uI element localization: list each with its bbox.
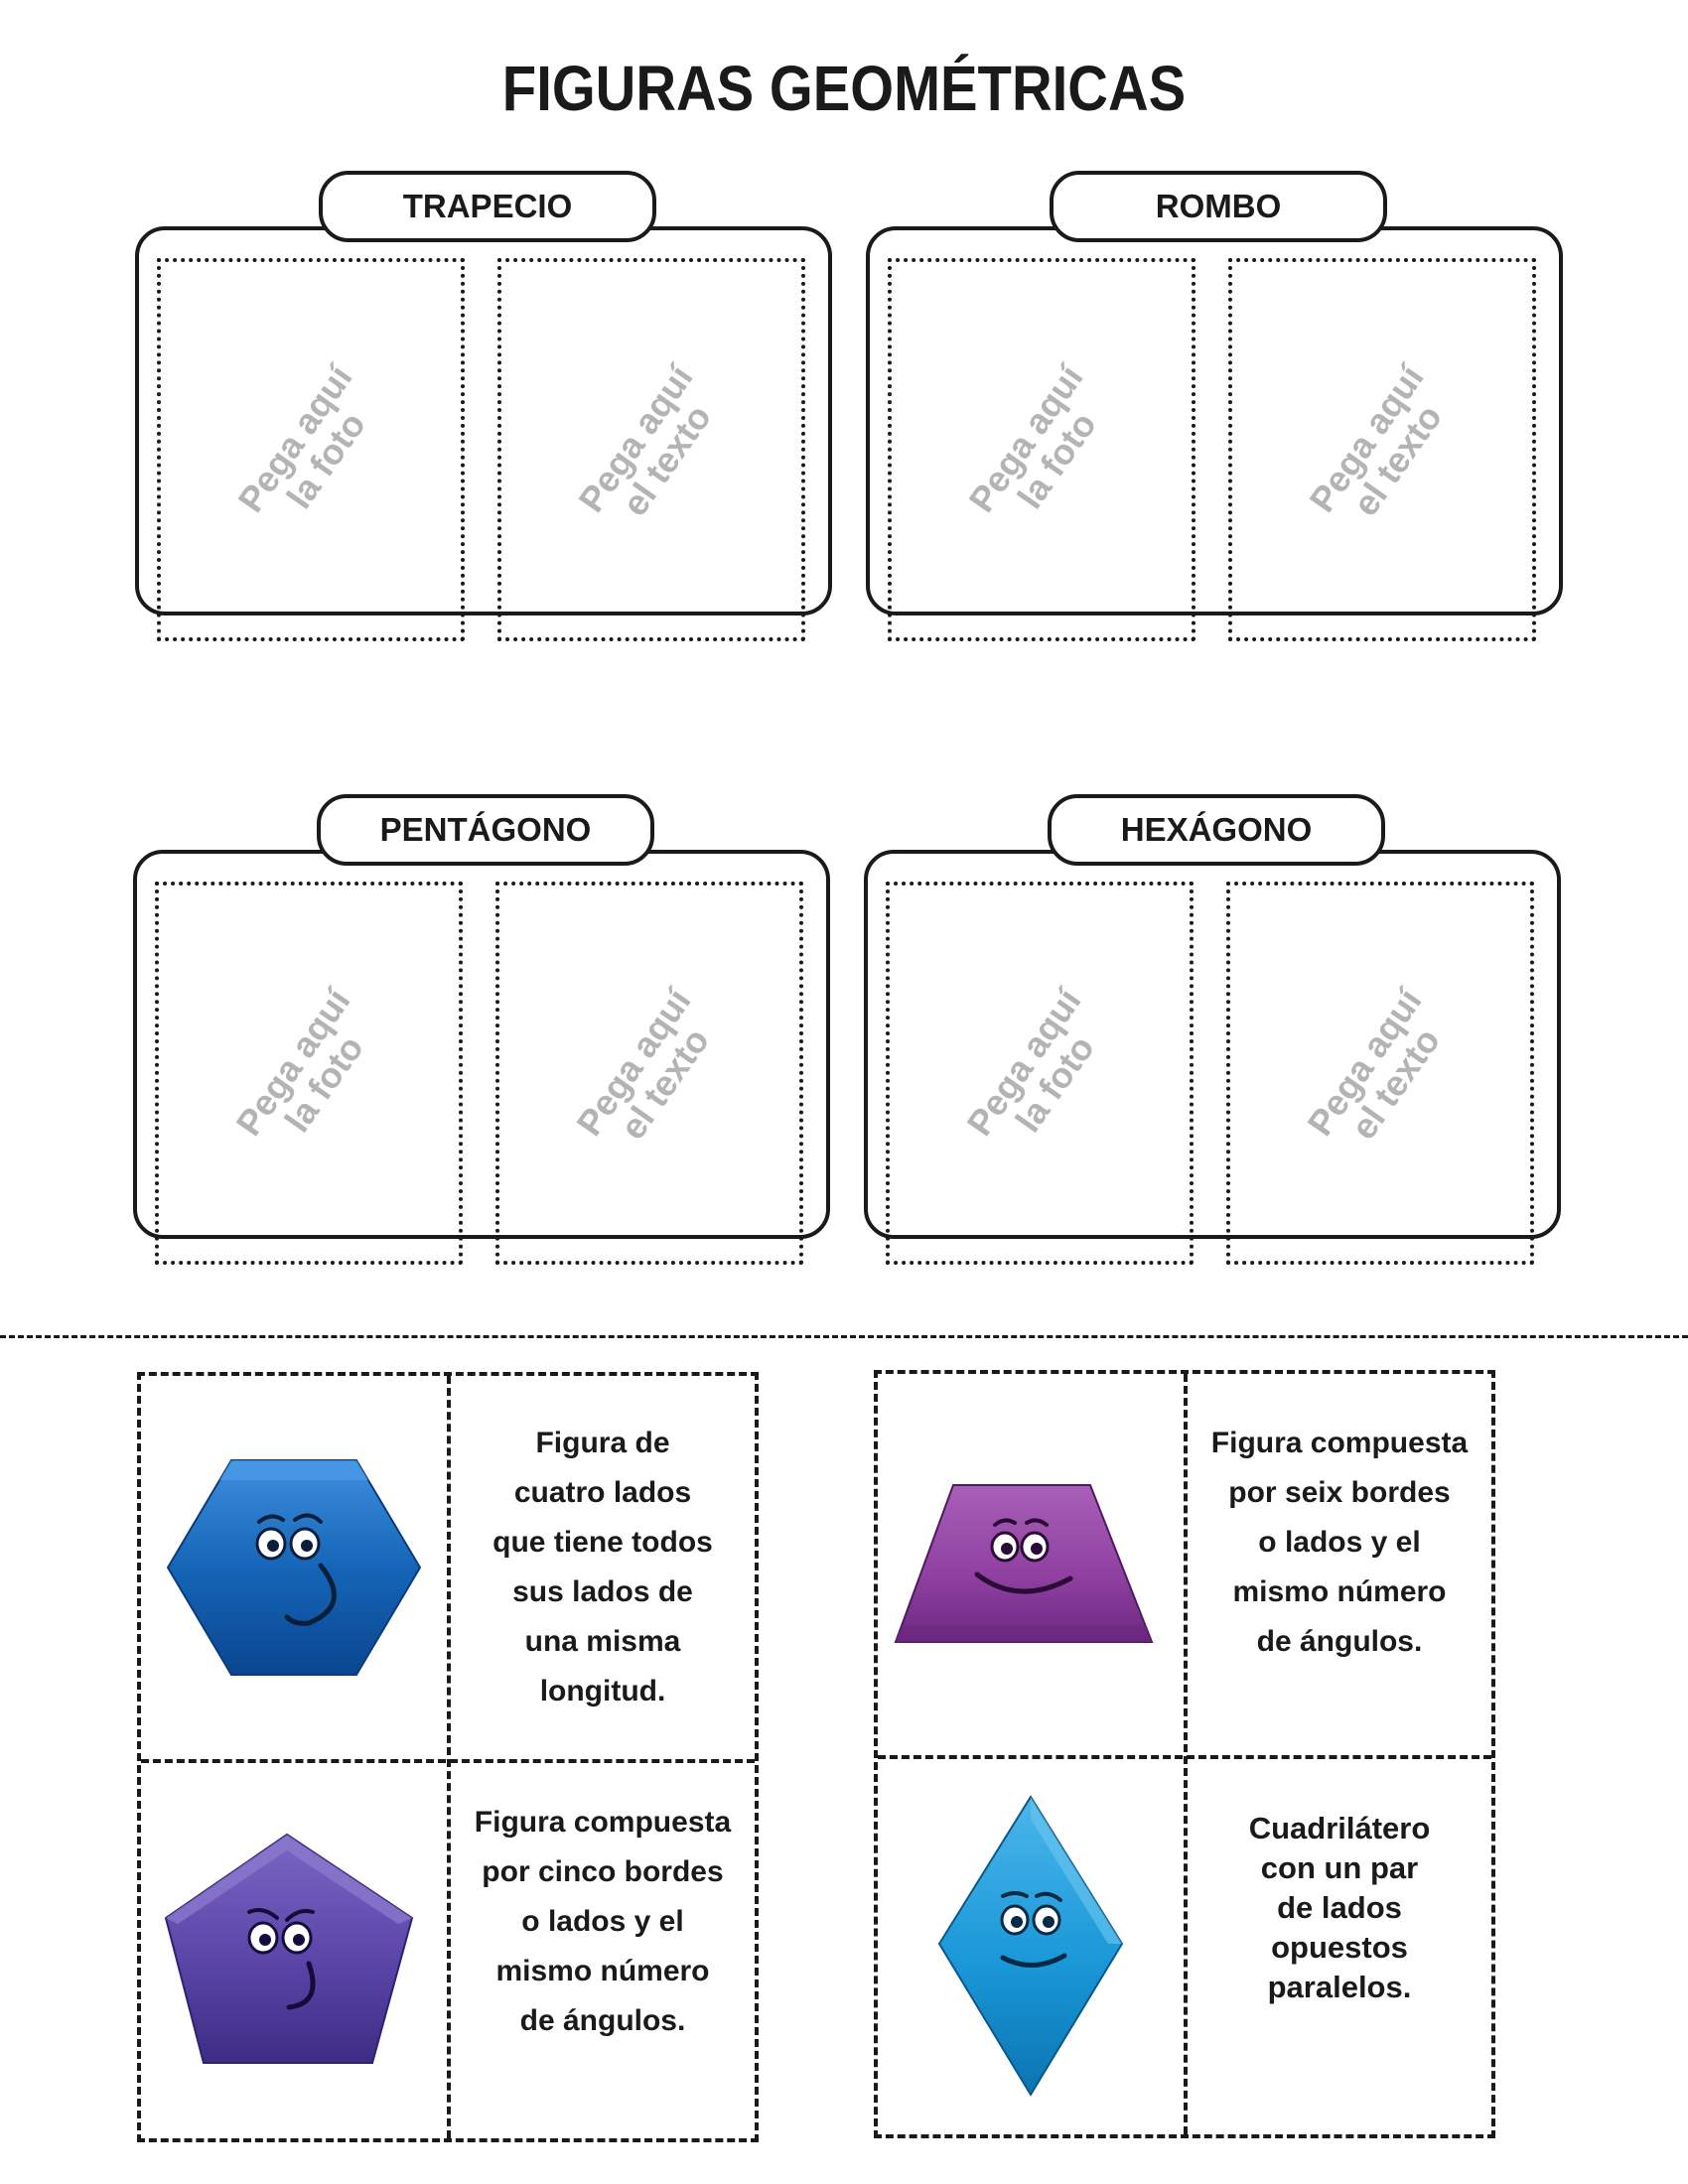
card-line: Cuadrilátero [1248, 1811, 1431, 1845]
card-description: Figura compuesta por cinco bordes o lado… [475, 1798, 731, 2046]
card-description: Figura compuesta por seix bordes o lados… [1211, 1419, 1468, 1667]
card-line: de ángulos. [519, 2004, 686, 2037]
pentagon-icon [164, 1833, 414, 2064]
shape-card-text[interactable]: Figura de cuatro lados que tiene todos s… [451, 1376, 755, 1759]
panel-label: PENTÁGONO [317, 794, 654, 866]
text-placeholder: Pega aquí el texto [1277, 323, 1486, 578]
card-description: Figura de cuatro lados que tiene todos s… [492, 1419, 713, 1716]
panel-frame [133, 850, 830, 1239]
text-drop-zone[interactable]: Pega aquí el texto [1226, 882, 1534, 1265]
page-title: FIGURAS GEOMÉTRICAS [501, 53, 1187, 124]
panel-frame [866, 226, 1563, 615]
panel-label: TRAPECIO [319, 171, 656, 242]
trapezoid-icon [894, 1484, 1154, 1643]
photo-placeholder: Pega aquí la foto [204, 946, 413, 1201]
rhombus-icon [937, 1795, 1124, 2097]
card-line: con un par [1260, 1850, 1419, 1885]
card-line: que tiene todos [492, 1526, 713, 1559]
cutout-block-left: Figura de cuatro lados que tiene todos s… [137, 1372, 759, 2142]
shape-card-image[interactable] [141, 1763, 447, 2138]
card-line: mismo número [1232, 1575, 1447, 1608]
cut-line [0, 1335, 1688, 1338]
card-line: paralelos. [1267, 1970, 1412, 2004]
cutout-block-right: Figura compuesta por seix bordes o lados… [874, 1370, 1495, 2138]
panel-frame [135, 226, 832, 615]
shape-card-text[interactable]: Figura compuesta por cinco bordes o lado… [451, 1763, 755, 2081]
card-line: por seix bordes [1228, 1476, 1451, 1509]
shape-card-image[interactable] [878, 1759, 1184, 2134]
panel-trapecio: TRAPECIO Pega aquí la foto Pega aquí el … [135, 171, 832, 641]
photo-drop-zone[interactable]: Pega aquí la foto [888, 258, 1196, 641]
panel-hexagono: HEXÁGONO Pega aquí la foto Pega aquí el … [864, 794, 1561, 1265]
panel-frame [864, 850, 1561, 1239]
photo-placeholder: Pega aquí la foto [934, 946, 1144, 1201]
card-description: Cuadrilátero con un par de lados opuesto… [1249, 1809, 1431, 2007]
panel-label: HEXÁGONO [1048, 794, 1385, 866]
card-line: por cinco bordes [482, 1855, 724, 1888]
cut-divider [141, 1759, 755, 1763]
shape-card-text[interactable]: Cuadrilátero con un par de lados opuesto… [1188, 1759, 1491, 2057]
text-drop-zone[interactable]: Pega aquí el texto [497, 258, 805, 641]
card-line: Figura de [535, 1427, 670, 1459]
cut-divider [1184, 1374, 1188, 2134]
shape-card-image[interactable] [878, 1374, 1184, 1755]
card-line: o lados y el [1258, 1526, 1421, 1559]
card-line: mismo número [495, 1955, 710, 1987]
card-line: opuestos [1271, 1930, 1408, 1965]
card-line: cuatro lados [513, 1476, 692, 1509]
card-line: Figura compuesta [1210, 1427, 1469, 1459]
photo-drop-zone[interactable]: Pega aquí la foto [155, 882, 463, 1265]
shape-card-image[interactable] [141, 1376, 447, 1759]
card-line: sus lados de [512, 1575, 693, 1608]
photo-placeholder: Pega aquí la foto [206, 323, 415, 578]
card-line: de lados [1277, 1890, 1402, 1925]
text-placeholder: Pega aquí el texto [546, 323, 756, 578]
photo-drop-zone[interactable]: Pega aquí la foto [886, 882, 1194, 1265]
text-placeholder: Pega aquí el texto [1275, 946, 1484, 1201]
cut-divider [447, 1376, 451, 2138]
card-line: longitud. [539, 1675, 666, 1707]
panel-label: ROMBO [1050, 171, 1387, 242]
text-drop-zone[interactable]: Pega aquí el texto [1228, 258, 1536, 641]
photo-placeholder: Pega aquí la foto [936, 323, 1146, 578]
photo-drop-zone[interactable]: Pega aquí la foto [157, 258, 465, 641]
card-line: o lados y el [521, 1905, 684, 1938]
panel-rombo: ROMBO Pega aquí la foto Pega aquí el tex… [866, 171, 1563, 641]
text-placeholder: Pega aquí el texto [544, 946, 754, 1201]
shape-card-text[interactable]: Figura compuesta por seix bordes o lados… [1188, 1374, 1491, 1711]
hexagon-icon [166, 1459, 422, 1676]
text-drop-zone[interactable]: Pega aquí el texto [495, 882, 803, 1265]
card-line: una misma [524, 1625, 681, 1658]
cut-divider [878, 1755, 1491, 1759]
card-line: de ángulos. [1256, 1625, 1423, 1658]
card-line: Figura compuesta [474, 1806, 732, 1839]
panel-pentagono: PENTÁGONO Pega aquí la foto Pega aquí el… [133, 794, 830, 1265]
